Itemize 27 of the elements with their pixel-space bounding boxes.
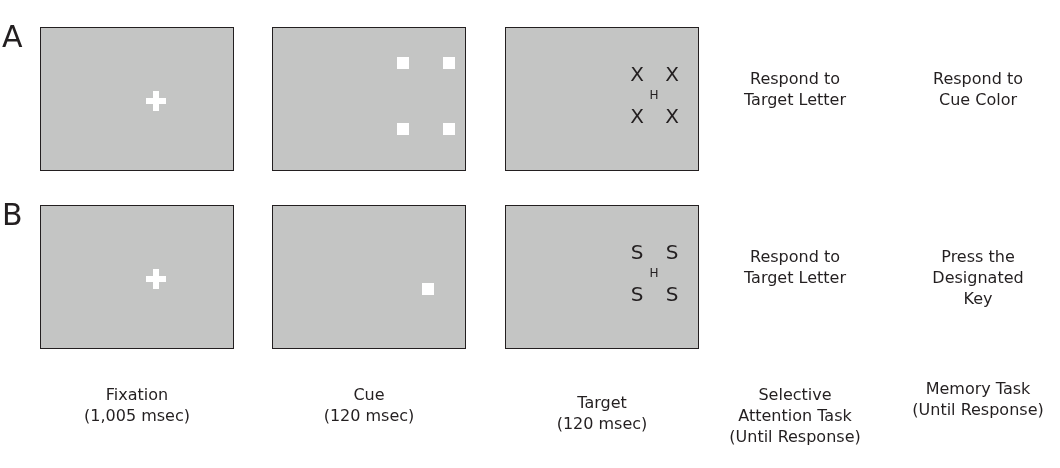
task-instruction: Respond to Target Letter (743, 68, 847, 110)
display-screen (272, 27, 466, 171)
phase-caption: Cue (120 msec) (322, 384, 416, 426)
stimulus-letter: X (630, 64, 644, 84)
stimulus-letter: X (665, 64, 679, 84)
display-screen (505, 27, 699, 171)
stimulus-letter: S (630, 242, 644, 262)
display-screen (272, 205, 466, 349)
phase-caption: Target (120 msec) (555, 392, 649, 434)
phase-caption: Fixation (1,005 msec) (83, 384, 191, 426)
stimulus-letter: X (630, 106, 644, 126)
display-screen (505, 205, 699, 349)
stimulus-letter: S (630, 284, 644, 304)
task-instruction: Respond to Target Letter (743, 246, 847, 288)
stimulus-letter: X (665, 106, 679, 126)
task-instruction: Respond to Cue Color (932, 68, 1024, 110)
task-instruction: Press the Designated Key (931, 246, 1025, 309)
stimulus-letter: H (649, 267, 659, 279)
display-screen (40, 205, 234, 349)
stimulus-letter: S (665, 242, 679, 262)
stimulus-letter: S (665, 284, 679, 304)
display-screen (40, 27, 234, 171)
stimulus-letter: H (649, 89, 659, 101)
panel-letter: B (2, 200, 24, 230)
task-caption: Memory Task (Until Response) (911, 378, 1045, 420)
task-caption: Selective Attention Task (Until Response) (728, 384, 862, 447)
panel-letter: A (2, 22, 24, 52)
